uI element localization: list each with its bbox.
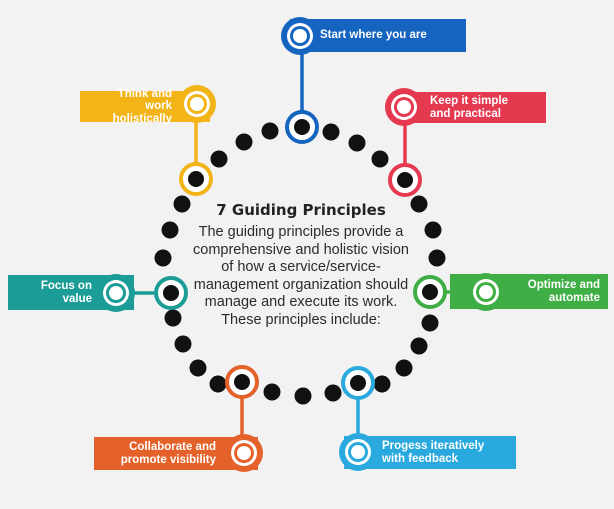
principle-label-text: Collaborate and promote visibility <box>120 441 216 466</box>
ring-dot <box>371 150 389 168</box>
ring-node-center <box>350 375 366 391</box>
principle-label-text: Think and work holistically <box>112 87 172 125</box>
principle-label-text: Optimize and automate <box>527 279 600 304</box>
ring-node-center <box>234 374 250 390</box>
principle-label-4: Progess iteratively with feedback <box>344 436 516 469</box>
ring-dot <box>322 123 340 141</box>
ring-dot <box>395 359 413 377</box>
principle-label-text: Focus on value <box>40 280 92 305</box>
principle-label-7: Think and work holistically <box>80 88 210 125</box>
ring-node-center <box>294 119 310 135</box>
ring-dot <box>261 122 279 140</box>
principle-label-1: Start where you are <box>290 19 466 52</box>
principle-label-2: Keep it simple and practical <box>394 92 546 123</box>
ring-dot <box>324 384 342 402</box>
ring-node-center <box>422 284 438 300</box>
principle-label-text: Progess iteratively with feedback <box>382 440 485 465</box>
ring-dot <box>154 249 172 267</box>
ring-node-center <box>397 172 413 188</box>
ring-node-center <box>188 171 204 187</box>
ring-dot <box>174 335 192 353</box>
ring-dot <box>294 387 312 405</box>
ring-dot <box>189 359 207 377</box>
ring-dot <box>210 150 228 168</box>
ring-dot <box>348 134 366 152</box>
ring-dot <box>173 195 191 213</box>
ring-dot <box>263 383 281 401</box>
principle-label-6: Focus on value <box>8 275 134 310</box>
ring-dot <box>424 221 442 239</box>
principle-label-3: Optimize and automate <box>450 274 608 309</box>
ring-dot <box>410 195 428 213</box>
ring-dot <box>421 314 439 332</box>
principle-label-text: Start where you are <box>320 29 427 42</box>
principle-label-text: Keep it simple and practical <box>430 95 508 120</box>
center-description: The guiding principles provide a compreh… <box>193 224 409 328</box>
ring-dot <box>428 249 446 267</box>
ring-node-center <box>163 285 179 301</box>
center-title: 7 Guiding Principles <box>216 201 386 219</box>
ring-dot <box>410 337 428 355</box>
ring-dot <box>164 309 182 327</box>
ring-dot <box>209 375 227 393</box>
ring-dot <box>373 375 391 393</box>
ring-dot <box>235 133 253 151</box>
principle-label-5: Collaborate and promote visibility <box>94 437 258 470</box>
ring-dot <box>161 221 179 239</box>
